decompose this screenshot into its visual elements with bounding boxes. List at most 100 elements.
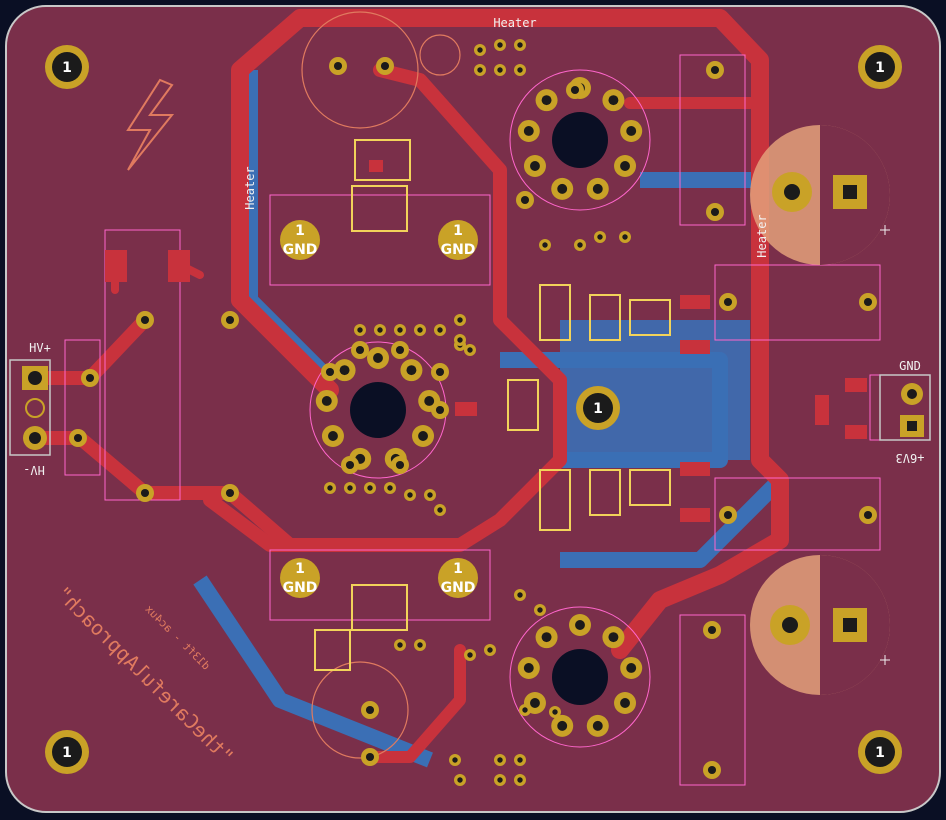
socket-pin-drill bbox=[575, 620, 585, 630]
small-pad-drill bbox=[517, 777, 523, 783]
small-pad-drill bbox=[377, 327, 383, 333]
lv-connector bbox=[879, 374, 931, 441]
small-pad-drill bbox=[457, 777, 463, 783]
socket-outline-top-left bbox=[301, 11, 461, 759]
socket-pin-drill bbox=[424, 396, 435, 406]
mounting-hole-bottom-right: 1 bbox=[858, 730, 902, 774]
gnd-label-right: GND bbox=[899, 359, 921, 373]
through-hole-pad-drill bbox=[723, 510, 733, 520]
svg-text:1: 1 bbox=[295, 223, 305, 239]
svg-text:GND: GND bbox=[441, 242, 476, 258]
through-hole-pad-drill bbox=[723, 297, 733, 307]
socket-pin-drill bbox=[328, 431, 338, 441]
small-pad-drill bbox=[417, 327, 423, 333]
through-hole-pad-drill bbox=[863, 510, 873, 520]
small-pad-drill bbox=[497, 757, 503, 763]
small-pad-drill bbox=[497, 777, 503, 783]
socket-pin-drill bbox=[523, 663, 534, 673]
through-hole-pad-drill bbox=[325, 367, 335, 377]
small-pad-drill bbox=[407, 492, 413, 498]
socket-pin-drill bbox=[541, 95, 552, 106]
small-pad-drill bbox=[387, 485, 393, 491]
small-pad-drill bbox=[437, 507, 443, 513]
socket-pin-drill bbox=[418, 431, 428, 441]
through-hole-pad-drill bbox=[355, 345, 365, 355]
lightning-bolt-icon bbox=[126, 78, 175, 171]
through-hole-pad-drill bbox=[707, 625, 717, 635]
small-pad-drill bbox=[517, 42, 523, 48]
mounting-hole-center: 1 bbox=[576, 386, 620, 430]
socket-pin-drill bbox=[620, 161, 630, 171]
small-pad-drill bbox=[552, 709, 558, 715]
through-hole-pad-drill bbox=[365, 705, 375, 715]
through-hole-pad-drill bbox=[140, 488, 150, 498]
socket-pin-drill bbox=[608, 632, 619, 643]
hv-connector bbox=[9, 359, 51, 456]
gnd-pad-1: 1 GND bbox=[280, 220, 320, 260]
through-hole-pad-drill bbox=[380, 61, 390, 71]
small-pad-drill bbox=[537, 607, 543, 613]
capacitor-bottom-right bbox=[750, 555, 890, 695]
socket-pin-drill bbox=[608, 95, 619, 106]
through-hole-pad-drill bbox=[520, 195, 530, 205]
plus-icon bbox=[880, 225, 890, 665]
small-pad-drill bbox=[457, 317, 463, 323]
socket-pin-drill bbox=[592, 183, 603, 194]
v6-3-label: +6V3 bbox=[896, 451, 925, 465]
socket-pin-drill bbox=[523, 126, 534, 136]
smd-pads bbox=[105, 160, 867, 522]
small-pad-drill bbox=[517, 592, 523, 598]
fab-outlines bbox=[64, 54, 931, 786]
heater-label-top: Heater bbox=[493, 16, 536, 30]
small-pad-drill bbox=[597, 234, 603, 240]
mounting-hole-bottom-left: 1 bbox=[45, 730, 89, 774]
small-pad-drill bbox=[477, 47, 483, 53]
through-hole-pad-drill bbox=[225, 315, 235, 325]
through-hole-pad-drill bbox=[570, 85, 580, 95]
small-pad-drill bbox=[427, 492, 433, 498]
through-hole-pad-drill bbox=[435, 405, 445, 415]
small-pad-drill bbox=[357, 327, 363, 333]
svg-text:1: 1 bbox=[593, 401, 603, 417]
svg-text:1: 1 bbox=[453, 223, 463, 239]
small-pad-drill bbox=[417, 642, 423, 648]
small-pad-drill bbox=[517, 67, 523, 73]
small-pad-drill bbox=[452, 757, 458, 763]
gnd-pad-4: 1 GND bbox=[438, 558, 478, 598]
small-pad-drill bbox=[347, 485, 353, 491]
through-hole-pad-drill bbox=[707, 765, 717, 775]
svg-text:1: 1 bbox=[62, 60, 72, 76]
small-pad-drill bbox=[437, 327, 443, 333]
socket-pin-drill bbox=[626, 126, 637, 136]
small-pad-drill bbox=[457, 337, 463, 343]
small-pad-drill bbox=[467, 652, 473, 658]
small-pad-drill bbox=[522, 707, 528, 713]
through-hole-pads bbox=[69, 39, 877, 786]
small-pad-drill bbox=[497, 42, 503, 48]
small-pad-drill bbox=[542, 242, 548, 248]
mounting-hole-top-left: 1 bbox=[45, 45, 89, 89]
svg-text:GND: GND bbox=[283, 580, 318, 596]
through-hole-pad-drill bbox=[710, 207, 720, 217]
socket-pin-drill bbox=[373, 353, 383, 363]
through-hole-pad-drill bbox=[85, 373, 95, 383]
socket-pin-drill bbox=[620, 698, 630, 708]
svg-text:1: 1 bbox=[453, 561, 463, 577]
socket-pin-drill bbox=[626, 663, 637, 673]
through-hole-pad-drill bbox=[345, 460, 355, 470]
socket-pin-drill bbox=[557, 183, 568, 194]
socket-pin-drill bbox=[406, 365, 417, 376]
heater-label-left: Heater bbox=[243, 166, 257, 209]
heater-label-right: Heater bbox=[755, 214, 769, 257]
through-hole-pad-drill bbox=[365, 752, 375, 762]
small-pad-drill bbox=[397, 642, 403, 648]
small-pad-drill bbox=[467, 347, 473, 353]
tube-pins bbox=[315, 77, 643, 737]
small-pad-drill bbox=[367, 485, 373, 491]
socket-pin-drill bbox=[541, 632, 552, 643]
svg-text:1: 1 bbox=[295, 561, 305, 577]
svg-text:GND: GND bbox=[283, 242, 318, 258]
small-pad-drill bbox=[622, 234, 628, 240]
mounting-hole-top-right: 1 bbox=[858, 45, 902, 89]
